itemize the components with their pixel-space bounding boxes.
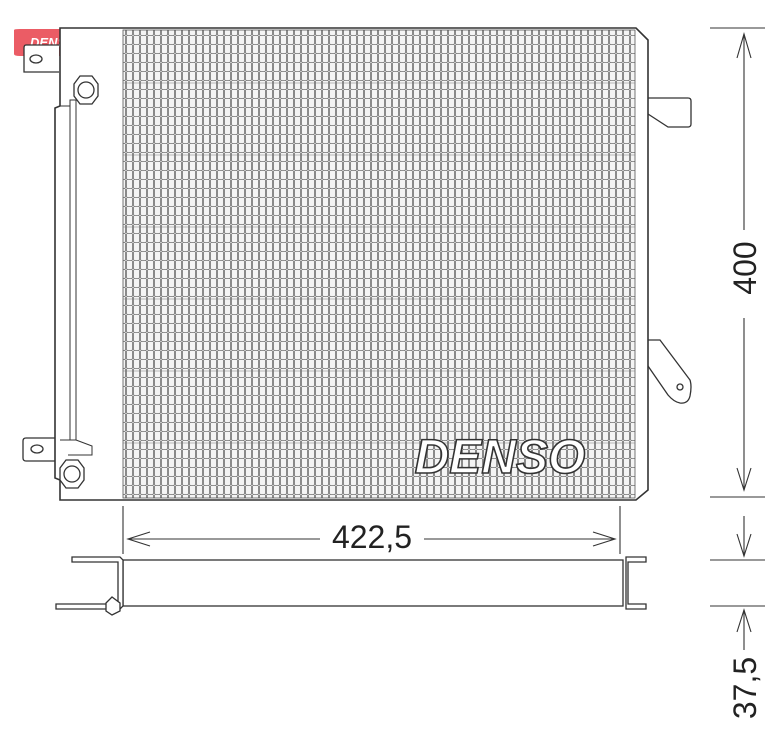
brand-watermark-text: DENSO bbox=[415, 431, 586, 484]
fin-core bbox=[123, 30, 635, 498]
depth-dimension-label: 37,5 bbox=[727, 657, 763, 719]
bottom-left-bracket bbox=[22, 437, 60, 462]
width-dimension-label: 422,5 bbox=[332, 519, 412, 555]
top-fitting-nut bbox=[73, 75, 99, 105]
width-dimension bbox=[122, 506, 621, 554]
condenser-body bbox=[54, 27, 649, 501]
depth-dimension bbox=[710, 516, 765, 650]
side-view bbox=[55, 556, 647, 616]
height-dimension bbox=[710, 27, 765, 498]
bottom-fitting-nut bbox=[59, 459, 85, 489]
height-dimension-label: 400 bbox=[727, 241, 763, 294]
top-left-bracket bbox=[23, 44, 59, 73]
right-upper-bracket bbox=[647, 97, 692, 128]
brand-watermark: DENSO bbox=[414, 430, 586, 485]
right-lower-bracket bbox=[647, 339, 692, 404]
